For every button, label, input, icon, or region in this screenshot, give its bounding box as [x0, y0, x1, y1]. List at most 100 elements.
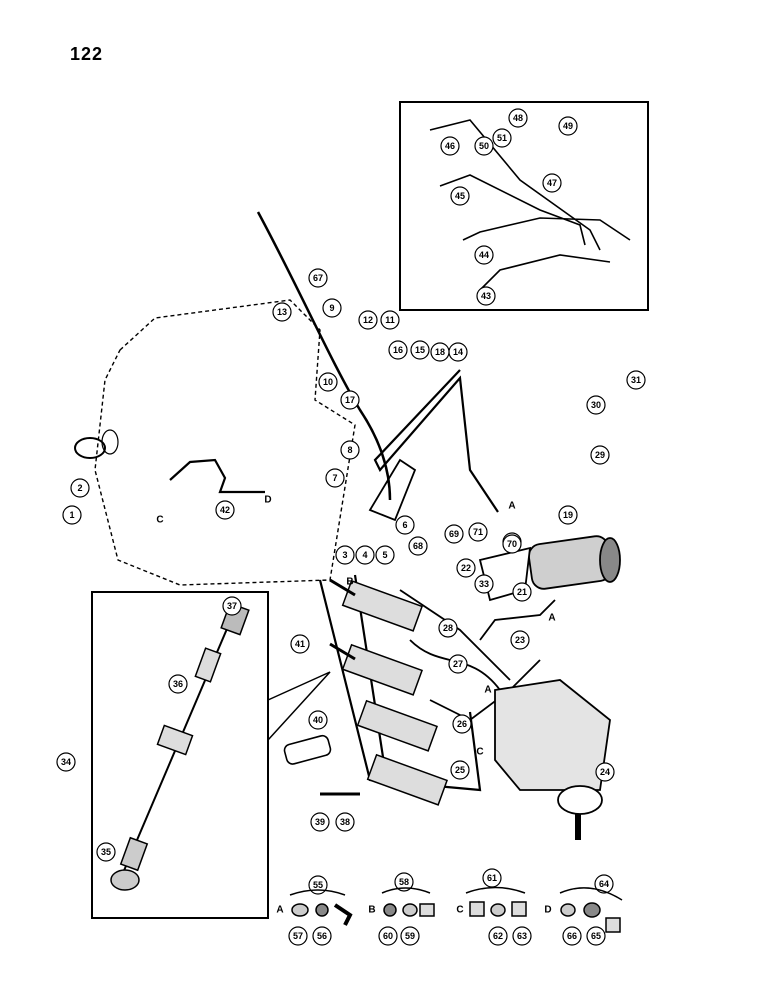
svg-text:70: 70 [507, 539, 517, 549]
svg-text:15: 15 [415, 345, 425, 355]
svg-text:65: 65 [591, 931, 601, 941]
letter-c-legend: C [456, 905, 463, 916]
letter-d-legend: D [544, 905, 551, 916]
letter-a-legend: A [276, 905, 283, 916]
svg-text:30: 30 [591, 400, 601, 410]
svg-text:60: 60 [383, 931, 393, 941]
callout-26: 26 [452, 714, 472, 734]
svg-text:3: 3 [342, 550, 347, 560]
tank-filler-neck [101, 429, 119, 455]
page-number: 122 [70, 44, 104, 64]
fuel-filter [478, 535, 621, 602]
letter-b-legend: B [368, 905, 375, 916]
svg-text:21: 21 [517, 587, 527, 597]
callout-39: 39 [310, 812, 330, 832]
svg-text:36: 36 [173, 679, 183, 689]
callout-29: 29 [590, 445, 610, 465]
letter-a-filter: A [548, 613, 555, 624]
svg-text:68: 68 [413, 541, 423, 551]
svg-text:6: 6 [402, 520, 407, 530]
callout-66: 66 [562, 926, 582, 946]
fitting-group-b [381, 887, 435, 917]
svg-text:40: 40 [313, 715, 323, 725]
callout-68: 68 [408, 536, 428, 556]
injector-exploded [110, 602, 250, 891]
svg-text:29: 29 [595, 450, 605, 460]
svg-text:11: 11 [385, 315, 395, 325]
svg-text:18: 18 [435, 347, 445, 357]
callout-67: 67 [308, 268, 328, 288]
svg-text:26: 26 [457, 719, 467, 729]
callout-41: 41 [290, 634, 310, 654]
injector-1 [329, 578, 423, 632]
callout-15: 15 [410, 340, 430, 360]
svg-text:46: 46 [445, 141, 455, 151]
tank-filler-cap [74, 437, 106, 459]
svg-text:22: 22 [461, 563, 471, 573]
callout-17: 17 [340, 390, 360, 410]
callout-45: 45 [450, 186, 470, 206]
callout-28: 28 [438, 618, 458, 638]
svg-text:39: 39 [315, 817, 325, 827]
svg-text:58: 58 [399, 877, 409, 887]
svg-text:51: 51 [497, 133, 507, 143]
callout-60: 60 [378, 926, 398, 946]
callout-38: 38 [335, 812, 355, 832]
callout-58: 58 [394, 872, 414, 892]
svg-text:38: 38 [340, 817, 350, 827]
svg-text:4: 4 [362, 550, 367, 560]
fitting-group-d [559, 887, 623, 933]
svg-text:24: 24 [600, 767, 610, 777]
svg-text:12: 12 [363, 315, 373, 325]
inset-injection-lines [429, 119, 631, 291]
svg-text:14: 14 [453, 347, 463, 357]
svg-text:5: 5 [382, 550, 387, 560]
svg-text:33: 33 [479, 579, 489, 589]
svg-text:62: 62 [493, 931, 503, 941]
callout-3: 3 [335, 545, 355, 565]
callout-71: 71 [468, 522, 488, 542]
callout-22: 22 [456, 558, 476, 578]
callout-33: 33 [474, 574, 494, 594]
callout-23: 23 [510, 630, 530, 650]
fuel-line-23 [479, 599, 556, 641]
svg-text:59: 59 [405, 931, 415, 941]
callout-18: 18 [430, 342, 450, 362]
callout-9: 9 [322, 298, 342, 318]
bracket-6 [368, 458, 417, 522]
callout-2: 2 [70, 478, 90, 498]
svg-text:28: 28 [443, 623, 453, 633]
injector-3 [356, 699, 438, 752]
svg-text:67: 67 [313, 273, 323, 283]
svg-text:25: 25 [455, 765, 465, 775]
callout-34: 34 [56, 752, 76, 772]
svg-text:19: 19 [563, 510, 573, 520]
callout-35: 35 [96, 842, 116, 862]
callout-31: 31 [626, 370, 646, 390]
inset-box-injection-lines [399, 101, 649, 311]
fuel-line-14 [373, 369, 499, 513]
callout-40: 40 [308, 710, 328, 730]
callout-4: 4 [355, 545, 375, 565]
inset-box-injector-detail [91, 591, 269, 919]
svg-text:66: 66 [567, 931, 577, 941]
svg-text:44: 44 [479, 250, 489, 260]
callout-70: 70 [502, 534, 522, 554]
callout-47: 47 [542, 173, 562, 193]
svg-text:71: 71 [473, 527, 483, 537]
injector-4 [366, 753, 448, 806]
svg-text:31: 31 [631, 375, 641, 385]
callout-6: 6 [395, 515, 415, 535]
callout-59: 59 [400, 926, 420, 946]
svg-text:41: 41 [295, 639, 305, 649]
callout-49: 49 [558, 116, 578, 136]
fuel-line-26 [429, 659, 541, 722]
svg-text:48: 48 [513, 113, 523, 123]
fuel-line-28 [399, 589, 511, 681]
injector-2 [329, 642, 423, 696]
callout-51: 51 [492, 128, 512, 148]
callout-12: 12 [358, 310, 378, 330]
callout-42: 42 [215, 500, 235, 520]
callout-61: 61 [482, 868, 502, 888]
